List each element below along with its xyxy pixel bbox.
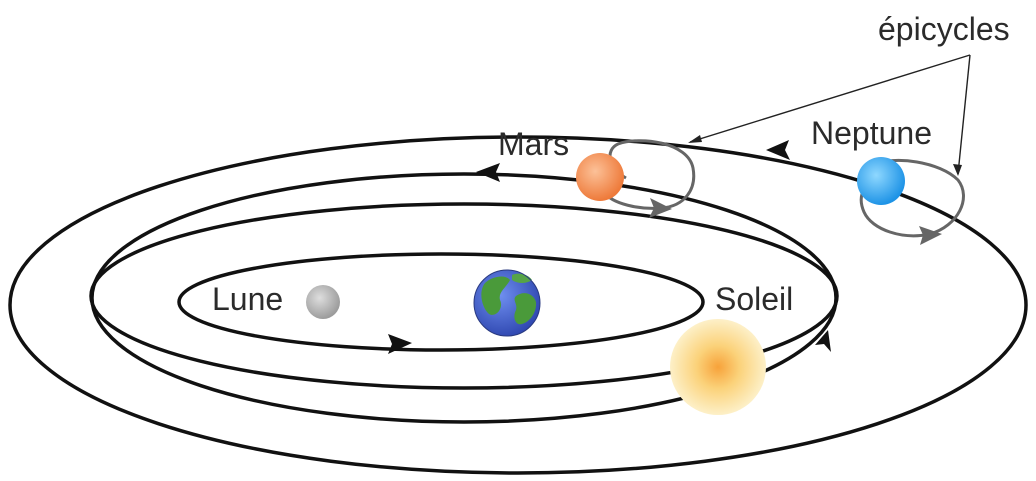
orbit-inner (177, 252, 705, 352)
orbits (8, 135, 1028, 475)
arrow-icon (953, 164, 962, 176)
label-epicycles: épicycles (878, 11, 1010, 47)
epicycles-pointers (689, 54, 971, 175)
mars-icon (576, 153, 624, 201)
arrow-icon (815, 330, 831, 352)
arrow-icon (388, 334, 412, 354)
arrow-icon (919, 226, 942, 245)
neptune-epicycle (859, 158, 965, 245)
label-sun: Soleil (715, 281, 793, 317)
arrow-icon (766, 140, 790, 160)
earth-icon (473, 269, 541, 337)
arrow-icon (649, 198, 672, 218)
orbit-second (89, 202, 839, 390)
moon-icon (306, 285, 340, 319)
label-mars: Mars (498, 126, 569, 162)
arrow-icon (688, 135, 702, 143)
orbit-outer (8, 135, 1028, 475)
label-moon: Lune (212, 281, 283, 317)
arrow-icon (476, 163, 500, 182)
label-neptune: Neptune (811, 115, 932, 151)
sun-icon (670, 319, 766, 415)
mars-epicycle (602, 139, 696, 218)
neptune-icon (857, 157, 905, 205)
orbit-arrows (388, 140, 831, 354)
